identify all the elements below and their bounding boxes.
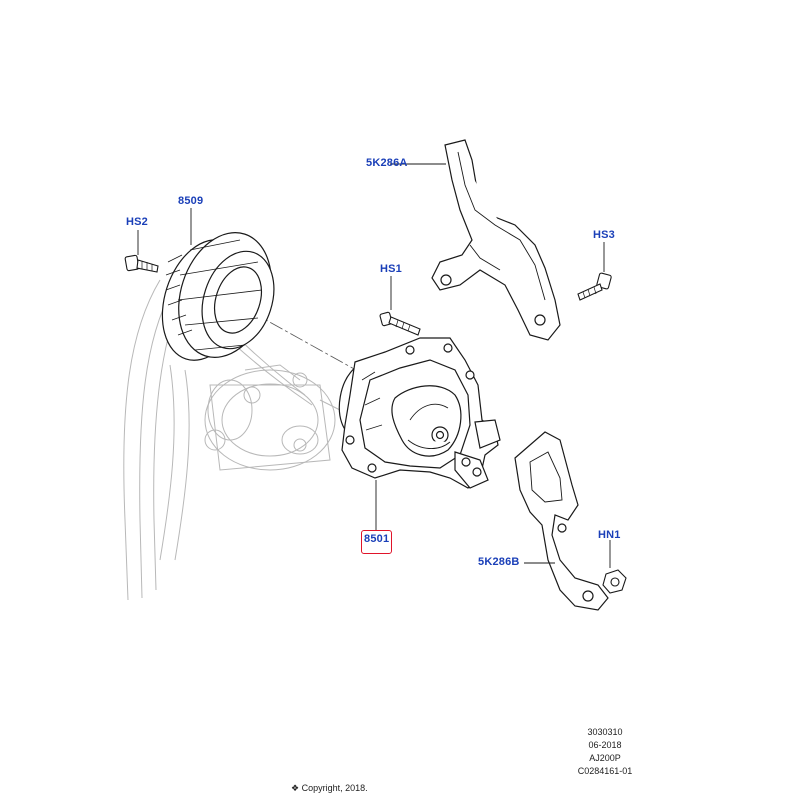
copyright-text: ❖ Copyright, 2018. [291,783,368,793]
callout-5k286a[interactable]: 5K286A [366,157,408,169]
bracket-5k286a [431,139,561,341]
callout-hs3[interactable]: HS3 [593,229,615,241]
bolt-hs2 [124,254,159,273]
callout-hn1[interactable]: HN1 [598,529,621,541]
bolt-hs1 [379,311,421,336]
diagram-engine: AJ200P [589,753,621,763]
diagram-metadata: 3030310 06-2018 AJ200P C0284161-01 [575,726,635,778]
leader-lines [137,163,611,568]
callout-8501-selected[interactable]: 8501 [361,530,393,554]
bolt-hs3 [577,272,612,301]
callout-hs1[interactable]: HS1 [380,263,402,275]
diagram-reference: C0284161-01 [577,766,633,776]
diagram-date: 06-2018 [588,740,622,750]
callout-8509[interactable]: 8509 [178,195,204,207]
bracket-5k286b [514,431,609,611]
nut-hn1 [602,569,627,594]
diagram-code: 3030310 [587,727,623,737]
pulley-8509 [161,232,275,361]
callout-5k286b[interactable]: 5K286B [478,556,520,568]
callout-hs2[interactable]: HS2 [126,216,148,228]
water-pump-8501 [338,337,501,489]
